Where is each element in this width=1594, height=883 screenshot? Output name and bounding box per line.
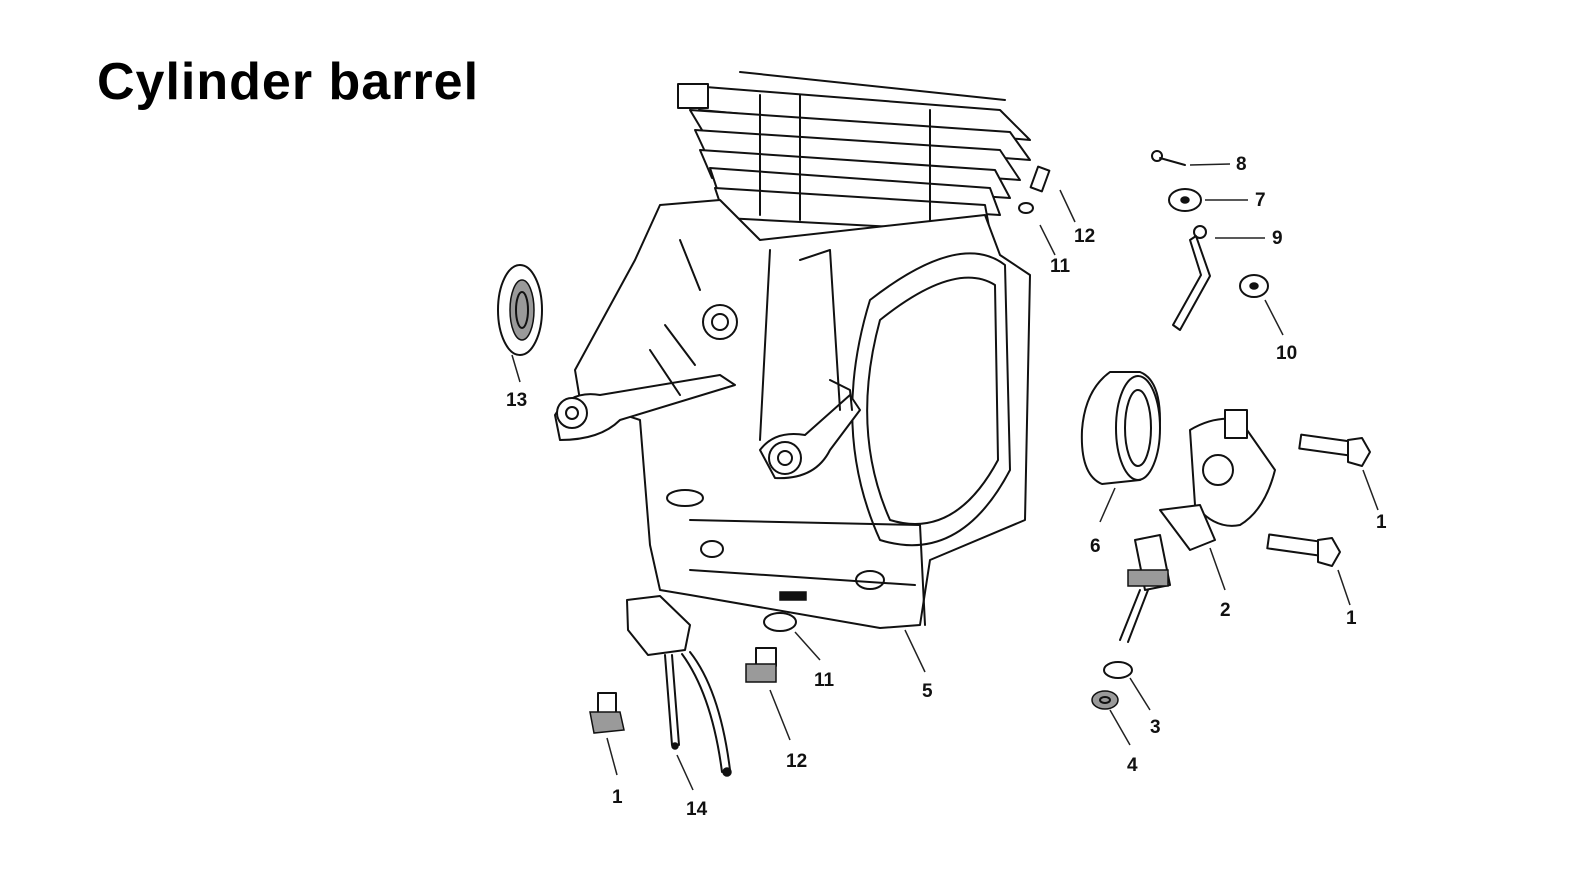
callout-11-bottom: 11: [814, 670, 835, 691]
callout-14: 14: [686, 799, 708, 820]
washer-part-7: [1168, 188, 1202, 212]
callout-10: 10: [1276, 343, 1297, 364]
lever-part-9: [1172, 225, 1211, 331]
o-ring-part-3: [1103, 661, 1133, 679]
washer-part-11-top: [1018, 202, 1034, 214]
callout-11-top: 11: [1050, 256, 1071, 277]
plug-part-12-bottom: [745, 647, 777, 683]
callout-1-lower-right: 1: [1346, 608, 1357, 629]
callout-12-bottom: 12: [786, 751, 807, 772]
bolt-part-8: [1151, 150, 1186, 166]
callout-8: 8: [1236, 154, 1247, 175]
bolt-part-1-lower-right: [1266, 533, 1341, 567]
callout-9: 9: [1272, 228, 1283, 249]
washer-part-11-bottom: [763, 612, 797, 632]
cylinder-block-part: [554, 71, 1031, 629]
callout-3: 3: [1150, 717, 1161, 738]
callout-5: 5: [922, 681, 933, 702]
nut-part-4: [1091, 690, 1119, 710]
bearing-seal-part-6: [1080, 371, 1161, 485]
callout-1-bottom-left: 1: [612, 787, 623, 808]
oil-dipstick-part-14: [626, 595, 732, 777]
governor-assembly-part-2: [1119, 409, 1276, 643]
page-title: Cylinder barrel: [97, 53, 480, 111]
callout-labels: 13 12 11 8 7 9 10 6 1 1 2 5 11 12 3 4 1 …: [506, 154, 1387, 820]
bolt-part-1-bottom-left: [589, 692, 625, 734]
washer-part-10: [1239, 274, 1269, 298]
leader-lines: [511, 163, 1379, 791]
cooling-fins: [677, 71, 1031, 236]
callout-7: 7: [1255, 190, 1266, 211]
oil-seal-part-13: [497, 264, 543, 356]
callout-12-top: 12: [1074, 226, 1095, 247]
callout-6: 6: [1090, 536, 1101, 557]
callout-1-upper-right: 1: [1376, 512, 1387, 533]
callout-2: 2: [1220, 600, 1231, 621]
plug-part-12-top: [1029, 165, 1051, 193]
callout-4: 4: [1127, 755, 1138, 776]
callout-13: 13: [506, 390, 527, 411]
bolt-part-1-upper-right: [1298, 433, 1371, 467]
